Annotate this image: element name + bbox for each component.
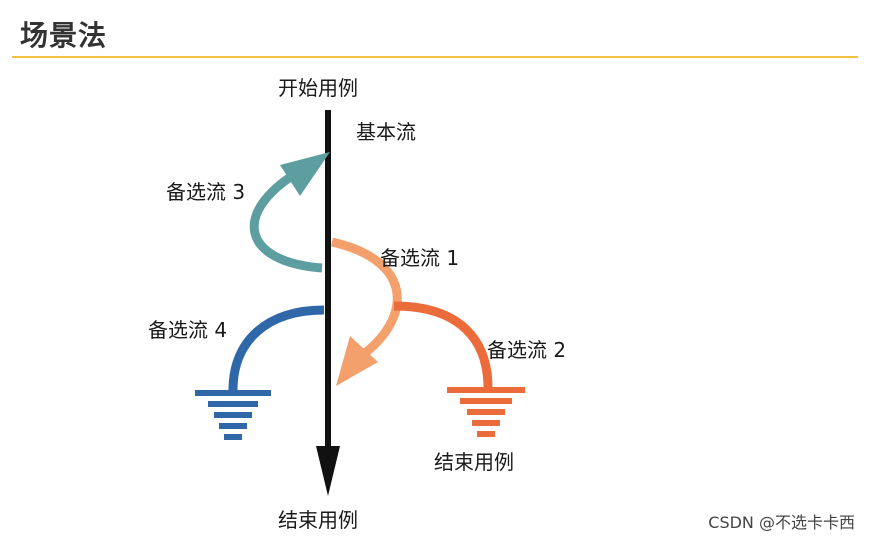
watermark: CSDN @不选卡卡西 [708,513,855,532]
alt-flow-3-arrow [249,152,330,273]
alt-flow-2-end-icon [447,387,525,437]
alt-flow-2-label: 备选流 2 [487,338,567,362]
page-title: 场景法 [20,19,108,52]
alt-flow-4-label: 备选流 4 [148,318,228,342]
alt-flow-1-arrow [330,237,402,386]
start-use-case-label: 开始用例 [278,76,358,100]
end-use-case-label: 结束用例 [278,508,358,532]
alt-flow-4-path [228,305,325,391]
basic-flow-arrow [316,110,340,496]
basic-flow-label: 基本流 [356,120,416,144]
alt-flow-1-label: 备选流 1 [380,246,460,270]
alt-flow-3-label: 备选流 3 [166,180,246,204]
alt-flow-4-end-icon [195,390,271,440]
title-divider [12,56,858,58]
alt-flow-2-end-label: 结束用例 [434,450,514,474]
alt-flow-2-path [393,301,493,389]
